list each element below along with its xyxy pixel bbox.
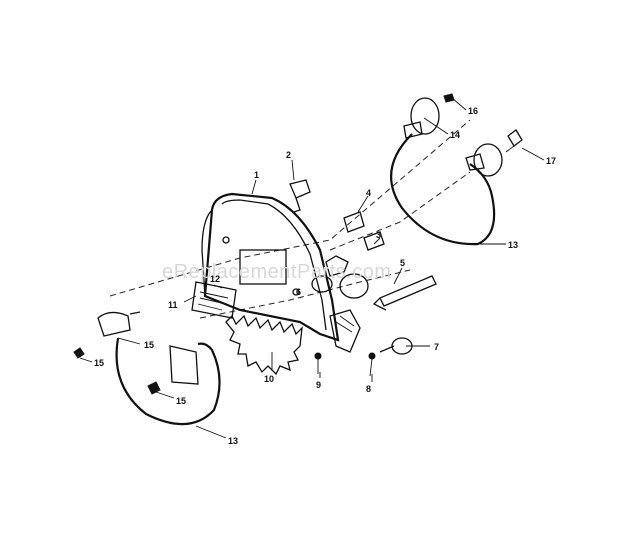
callout-5: 5 [400, 258, 405, 268]
saw-blade [225, 314, 303, 376]
callout-2: 2 [286, 150, 291, 160]
spring-clip [289, 179, 311, 213]
screw-9 [314, 352, 322, 374]
screw-15-lower [147, 381, 161, 395]
assembly-centerline-lower [199, 269, 411, 319]
callout-9: 9 [316, 380, 321, 390]
callout-15-lower: 15 [176, 396, 186, 406]
leader-lines [79, 97, 545, 439]
washer-14 [410, 97, 440, 135]
washer-14b [473, 143, 503, 177]
wing-nut-17 [505, 129, 523, 153]
lower-guard-right [390, 121, 496, 246]
callout-3: 3 [376, 230, 381, 240]
callout-4: 4 [366, 188, 371, 198]
watermark: eReplacementParts.com [162, 261, 391, 283]
arbor-assembly [311, 255, 369, 353]
callout-8: 8 [366, 384, 371, 394]
screw-8 [368, 352, 376, 377]
callout-13-lower: 13 [228, 436, 238, 446]
callout-14: 14 [450, 130, 460, 140]
callout-6: 6 [296, 287, 301, 297]
screw-15-left [73, 347, 85, 359]
assembly-centerline-right [329, 171, 471, 251]
bushing [363, 231, 385, 251]
callout-15-mid: 15 [144, 340, 154, 350]
lower-guard-left [97, 311, 221, 426]
callout-15-left: 15 [94, 358, 104, 368]
callout-1: 1 [254, 170, 259, 180]
callout-16: 16 [468, 106, 478, 116]
callout-13-upper: 13 [508, 240, 518, 250]
label-plate [191, 281, 237, 319]
callout-17: 17 [546, 156, 556, 166]
assembly-centerline [109, 119, 471, 297]
callout-10: 10 [264, 374, 274, 384]
callout-12: 12 [210, 274, 220, 284]
pivot-bolt [372, 275, 437, 311]
callout-11: 11 [168, 300, 178, 310]
callout-7: 7 [434, 342, 439, 352]
bracket [343, 211, 365, 233]
